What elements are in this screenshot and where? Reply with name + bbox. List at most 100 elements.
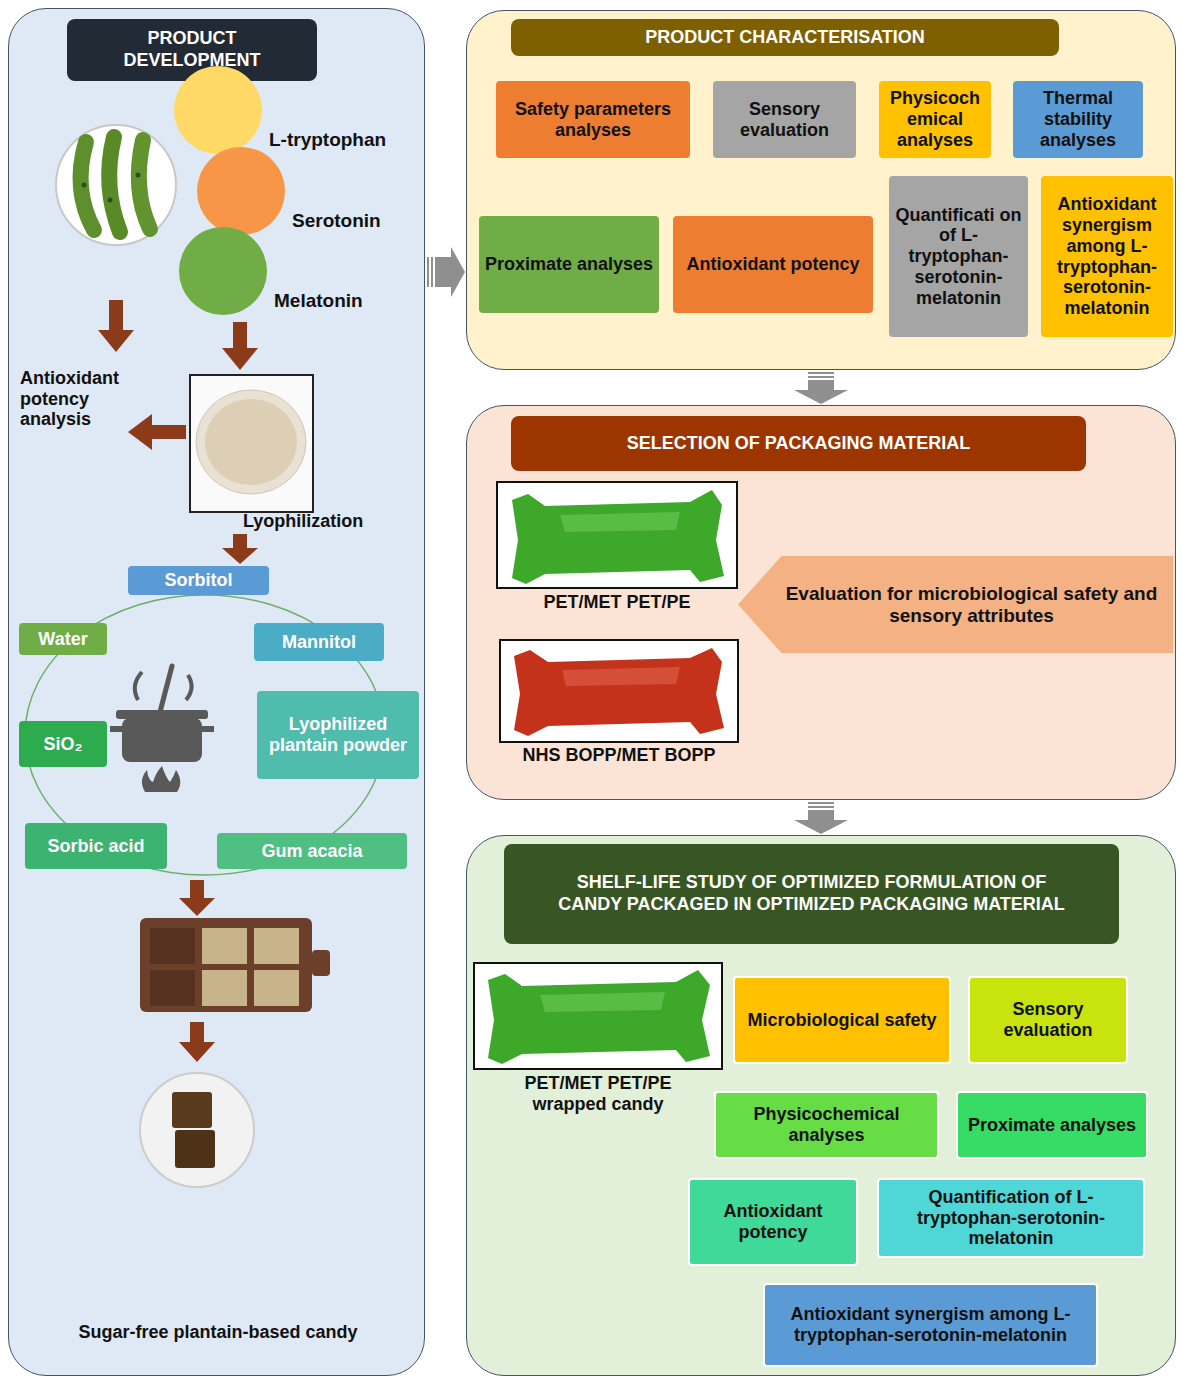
caption-label: Sugar-free plantain-based candy [18,1322,418,1343]
spoon [160,666,172,712]
cycle-ring [25,595,385,875]
process-box: Quantificati on of L-tryptophan-serotoni… [889,176,1028,337]
box-text: Quantification of L-tryptophan-serotonin… [884,1187,1138,1249]
compound-label: L-tryptophan [269,129,386,155]
process-box: Sensory evaluation [968,976,1128,1064]
block-arrow [222,534,258,564]
connector-part [451,247,465,297]
circle-fill [174,66,262,154]
compound-circle: Serotonin [196,146,421,236]
mould-cell [254,928,299,964]
caption-label: Antioxidant potency analysis [20,368,150,430]
caption-label: NHS BOPP/MET BOPP [489,745,749,766]
package-photo [497,482,737,588]
pouch-shine [560,512,680,532]
box-text: Safety parameters analyses [501,99,685,140]
process-box: Thermal stability analyses [1013,81,1143,158]
process-box: Antioxidant potency [688,1178,858,1266]
block-connector [427,247,465,297]
candy-cube [172,1092,212,1128]
box-text: Water [24,629,102,650]
stir-arrow [135,672,142,700]
process-box: Mannitol [254,623,384,661]
caption-label: PET/MET PET/PE wrapped candy [493,1073,703,1114]
block-arrow [222,322,258,370]
green-pouch [488,970,710,1064]
process-box: Quantification of L-tryptophan-serotonin… [877,1178,1145,1258]
box-text: Sorbic acid [30,836,162,857]
compound-circle: Melatonin [178,226,408,316]
process-box: Physicochemical analyses [714,1091,939,1159]
process-box: Microbiological safety [733,976,951,1064]
box-text: Antioxidant synergism among L-tryptophan… [1046,194,1168,318]
connector-part [808,376,834,378]
candy-mould [140,918,312,1012]
plantain-spot [82,183,87,188]
connector-part [431,257,433,287]
box-text: Sorbitol [133,570,264,591]
candy-plate [140,1073,254,1187]
pentagon-arrow-box: Evaluation for microbiological safety an… [738,556,1173,653]
connector-part [794,820,848,834]
box-text: Proximate analyses [963,1115,1141,1136]
pot-handle [110,726,122,732]
plantain-photo [56,125,176,245]
plantain [81,142,94,230]
process-box: Sorbitol [128,566,269,595]
process-box: Safety parameters analyses [496,81,690,158]
box-text: SiO₂ [24,734,102,755]
mould-handle [312,950,330,976]
connector-part [808,372,834,374]
block-arrow [98,300,134,352]
process-box: Proximate analyses [956,1091,1148,1159]
package-photo [500,640,738,742]
box-text: Antioxidant potency [695,1201,851,1242]
mould-cell [202,970,247,1006]
box-text: Gum acacia [222,841,402,862]
process-box: Antioxidant synergism among L-tryptophan… [763,1283,1098,1367]
panel-heading: PRODUCT CHARACTERISATION [511,19,1059,56]
package-photo [474,963,722,1069]
circle-symbol [173,65,263,155]
pouch-shine [540,992,665,1012]
petri-dish [196,390,306,494]
box-text: Mannitol [259,632,379,653]
block-connector [794,802,848,834]
process-box: Gum acacia [217,833,407,869]
compound-label: Serotonin [292,210,381,236]
circle-symbol [196,146,286,236]
caption-label: PET/MET PET/PE [497,592,737,613]
box-text: Proximate analyses [484,254,654,275]
connector-part [808,810,834,820]
process-box: Antioxidant potency [673,216,873,313]
process-box: Physicoch emical analyses [879,81,991,158]
pot-handle [202,726,214,732]
powder-photo [190,375,313,512]
box-text: Evaluation for microbiological safety an… [784,583,1159,627]
stir-arrow [186,675,192,700]
connector-part [808,802,834,804]
flame [142,766,180,792]
connector-part [808,806,834,808]
connector-part [427,257,429,287]
box-text: Sensory evaluation [975,999,1121,1040]
process-box: Antioxidant synergism among L-tryptophan… [1041,176,1173,337]
panel-heading: PRODUCT DEVELOPMENT [67,19,317,81]
pot-body [122,718,202,762]
panel-heading: SELECTION OF PACKAGING MATERIAL [511,416,1086,471]
compound-label: Melatonin [274,290,363,316]
mould-cell [150,928,195,964]
connector-part [808,380,834,390]
circle-fill [197,147,285,235]
process-box: SiO₂ [19,721,107,767]
process-box: Sensory evaluation [713,81,856,158]
plantain-spot [136,173,141,178]
block-arrow [179,1022,215,1062]
process-box: Proximate analyses [479,216,659,313]
red-pouch [514,648,724,736]
process-box: Water [19,623,107,655]
block-arrow [128,414,186,450]
box-text: Physicochemical analyses [721,1104,932,1145]
process-box: Lyophilized plantain powder [257,691,419,779]
circle-symbol [178,226,268,316]
